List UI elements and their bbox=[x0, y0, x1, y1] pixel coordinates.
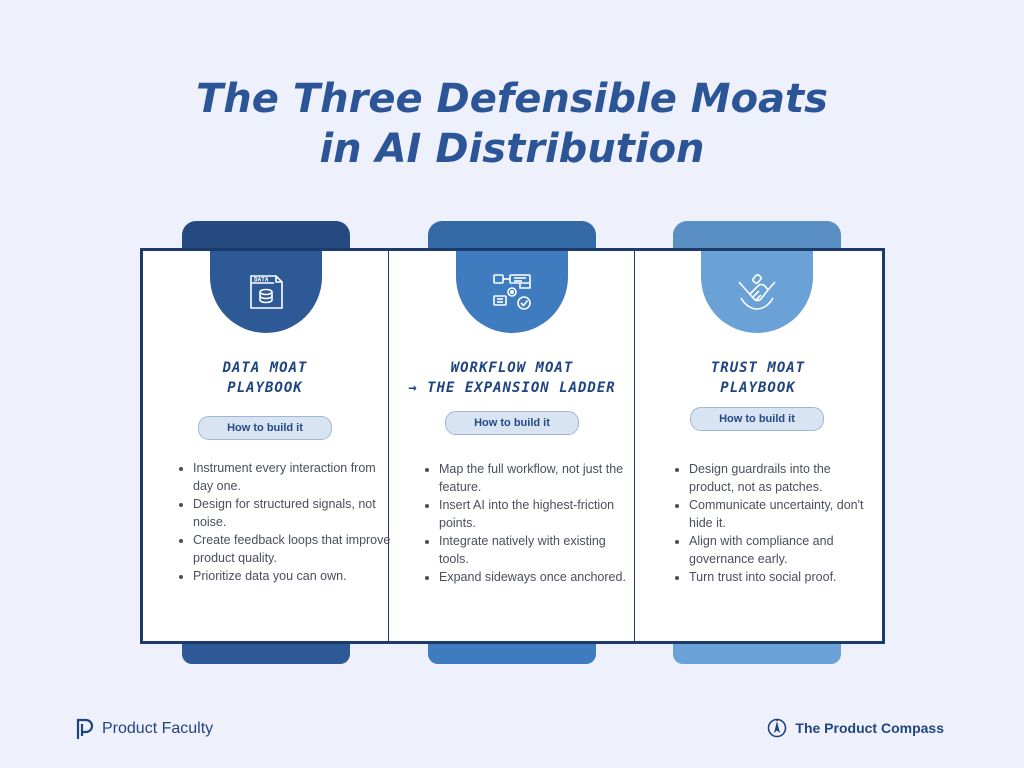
product-faculty-brand: Product Faculty bbox=[76, 718, 213, 740]
trust-moat-title: TRUST MOAT PLAYBOOK bbox=[635, 358, 881, 398]
list-item: Create feedback loops that improve produ… bbox=[193, 531, 393, 567]
list-item: Insert AI into the highest-friction poin… bbox=[439, 496, 637, 532]
trust-moat-title-line-2: PLAYBOOK bbox=[720, 380, 796, 396]
column-3-bottom-tab bbox=[673, 642, 841, 664]
data-moat-title-line-1: DATA MOAT bbox=[222, 360, 308, 376]
list-item: Align with compliance and governance ear… bbox=[689, 532, 879, 568]
trust-moat-title-line-1: TRUST MOAT bbox=[710, 360, 806, 376]
column-divider-1 bbox=[388, 251, 389, 641]
list-item: Prioritize data you can own. bbox=[193, 567, 393, 585]
list-item: Map the full workflow, not just the feat… bbox=[439, 460, 637, 496]
column-1-bottom-tab bbox=[182, 642, 350, 664]
workflow-moat-how-to-pill: How to build it bbox=[445, 411, 579, 435]
compass-icon bbox=[768, 718, 787, 738]
column-2-bottom-tab bbox=[428, 642, 596, 664]
page-title: The Three Defensible Moats in AI Distrib… bbox=[0, 74, 1024, 174]
data-moat-bullets: Instrument every interaction from day on… bbox=[174, 459, 393, 585]
page-title-line-1: The Three Defensible Moats bbox=[196, 76, 828, 122]
workflow-moat-bullets: Map the full workflow, not just the feat… bbox=[420, 460, 637, 586]
data-moat-title: DATA MOAT PLAYBOOK bbox=[142, 358, 388, 398]
trust-moat-how-to-pill: How to build it bbox=[690, 407, 824, 431]
workflow-moat-title-line-2: → THE EXPANSION LADDER bbox=[408, 380, 616, 396]
list-item: Turn trust into social proof. bbox=[689, 568, 879, 586]
list-item: Design guardrails into the product, not … bbox=[689, 460, 879, 496]
workflow-moat-title-line-1: WORKFLOW MOAT bbox=[450, 360, 574, 376]
list-item: Integrate natively with existing tools. bbox=[439, 532, 637, 568]
data-moat-title-line-2: PLAYBOOK bbox=[227, 380, 303, 396]
product-faculty-name: Product Faculty bbox=[102, 720, 214, 737]
data-file-icon: DATA bbox=[250, 275, 283, 309]
svg-text:DATA: DATA bbox=[254, 277, 269, 284]
workflow-moat-title: WORKFLOW MOAT → THE EXPANSION LADDER bbox=[389, 358, 635, 398]
data-moat-how-to-pill: How to build it bbox=[198, 416, 332, 440]
trust-moat-bullets: Design guardrails into the product, not … bbox=[670, 460, 879, 586]
column-divider-2 bbox=[634, 251, 635, 641]
product-compass-brand: The Product Compass bbox=[767, 718, 944, 738]
list-item: Expand sideways once anchored. bbox=[439, 568, 637, 586]
workflow-icon bbox=[493, 274, 531, 310]
handshake-icon bbox=[738, 273, 776, 310]
product-compass-name: The Product Compass bbox=[795, 720, 944, 736]
product-faculty-logo-icon bbox=[76, 718, 94, 739]
list-item: Communicate uncertainty, don't hide it. bbox=[689, 496, 879, 532]
page-title-line-2: in AI Distribution bbox=[319, 126, 705, 172]
list-item: Instrument every interaction from day on… bbox=[193, 459, 393, 495]
list-item: Design for structured signals, not noise… bbox=[193, 495, 393, 531]
